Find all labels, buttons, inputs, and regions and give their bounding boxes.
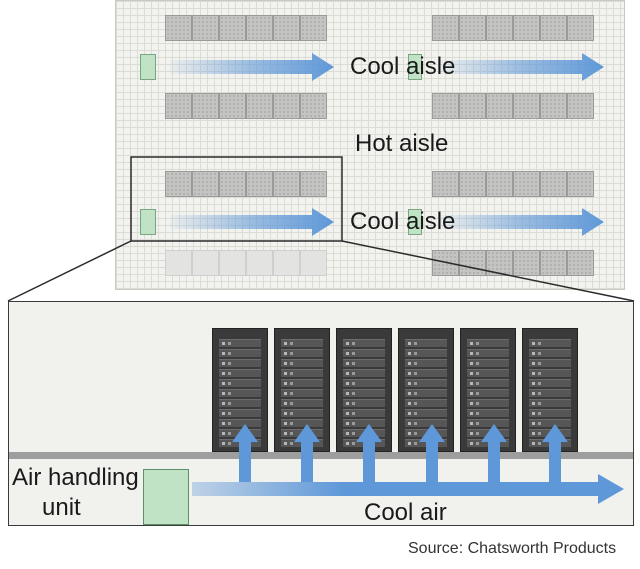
airflow-arrow-icon: [170, 208, 334, 236]
air-handler-icon: [408, 54, 422, 80]
rack-row-2-right: [432, 93, 594, 119]
airflow-arrow-icon: [294, 424, 320, 482]
cool-aisle-label-top: Cool aisle: [350, 53, 456, 80]
air-handling-unit-label-line2: unit: [42, 494, 81, 521]
airflow-arrow-icon: [542, 424, 568, 482]
rack-row-1-right: [432, 15, 594, 41]
raised-floor-line: [9, 452, 633, 459]
cool-aisle-label-bottom: Cool aisle: [350, 208, 456, 235]
rack-row-3-left: [165, 171, 327, 197]
airflow-arrow-icon: [232, 424, 258, 482]
airflow-arrow-icon: [192, 474, 624, 504]
rack-row-4-left: [165, 250, 327, 276]
rack-row-2-left: [165, 93, 327, 119]
airflow-arrow-icon: [481, 424, 507, 482]
source-credit: Source: Chatsworth Products: [408, 540, 617, 557]
air-handling-unit-icon: [143, 469, 189, 525]
rack-row-1-left: [165, 15, 327, 41]
airflow-arrow-icon: [440, 53, 604, 81]
air-handler-icon: [140, 209, 156, 235]
air-handler-icon: [408, 209, 422, 235]
rack-row-3-right: [432, 171, 594, 197]
zoom-line-left: [7, 240, 132, 302]
hot-aisle-label: Hot aisle: [355, 130, 449, 157]
rack-row-4-right: [432, 250, 594, 276]
air-handler-icon: [140, 54, 156, 80]
airflow-arrow-icon: [440, 208, 604, 236]
airflow-arrow-icon: [170, 53, 334, 81]
zoom-region: [130, 156, 343, 242]
zoom-line-right: [341, 240, 635, 302]
air-handling-unit-label-line1: Air handling: [12, 464, 139, 491]
airflow-arrow-icon: [356, 424, 382, 482]
cool-air-label: Cool air: [364, 499, 447, 526]
airflow-arrow-icon: [419, 424, 445, 482]
